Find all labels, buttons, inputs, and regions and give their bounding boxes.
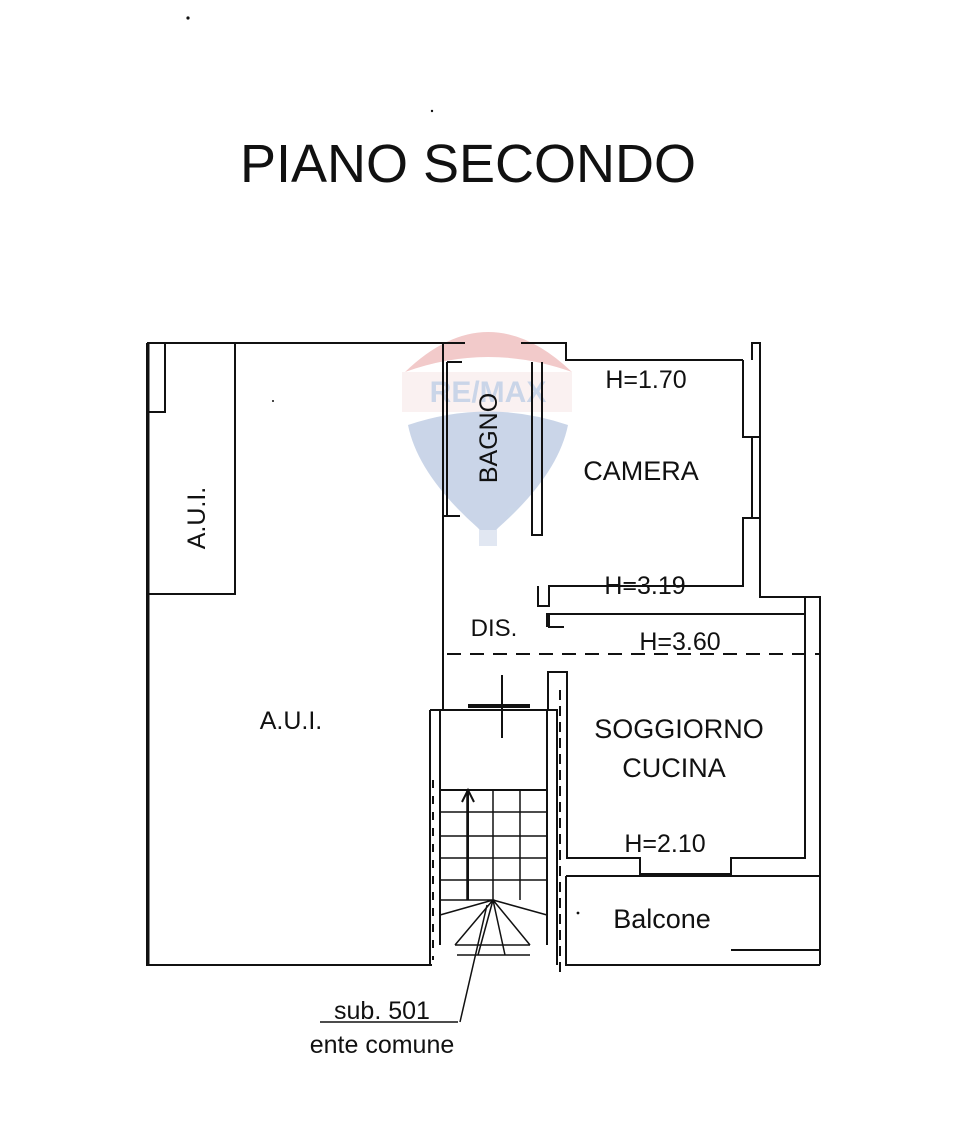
walls (146, 342, 821, 966)
height-label-soggiorno-top: H=3.60 (639, 628, 720, 656)
height-label-camera-top: H=1.70 (605, 366, 686, 394)
room-label-soggiorno: SOGGIORNO (594, 714, 764, 744)
room-label-balcone: Balcone (613, 904, 711, 934)
page-title: PIANO SECONDO (240, 134, 696, 194)
left-block-outline (146, 342, 444, 966)
room-label-cucina: CUCINA (622, 753, 726, 783)
room-label-dis: DIS. (471, 615, 518, 642)
remax-watermark-text: RE/MAX (430, 376, 547, 409)
stair-arrow-icon (461, 787, 475, 900)
aui-small-room-wall (147, 343, 236, 595)
room-label-camera: CAMERA (583, 456, 699, 486)
room-label-bagno: BAGNO (475, 393, 503, 483)
stair-note-line2: ente comune (310, 1031, 455, 1059)
height-label-soggiorno-bottom: H=2.10 (624, 830, 705, 858)
bathroom-wall (442, 343, 460, 517)
bathroom-inner-wall (531, 362, 543, 536)
aui-small-niche (147, 343, 166, 413)
dashed-lines (432, 530, 820, 975)
height-label-camera-bottom: H=3.19 (604, 572, 685, 600)
camera-window (752, 436, 760, 519)
room-label-aui-main: A.U.I. (260, 707, 323, 735)
stair-note-line1: sub. 501 (334, 997, 430, 1025)
stair-treads (439, 675, 548, 956)
bathroom-top-wall (443, 342, 743, 363)
scan-specks (186, 16, 580, 915)
stair-box (429, 709, 558, 965)
corridor-wall (546, 613, 806, 875)
room-label-aui-top: A.U.I. (183, 487, 211, 550)
soggiorno-inner-wall (548, 614, 564, 628)
camera-right-wall (751, 342, 821, 965)
camera-wall (537, 360, 753, 607)
stair-note-leader-line (320, 904, 488, 1023)
balcone-wall (565, 875, 820, 966)
